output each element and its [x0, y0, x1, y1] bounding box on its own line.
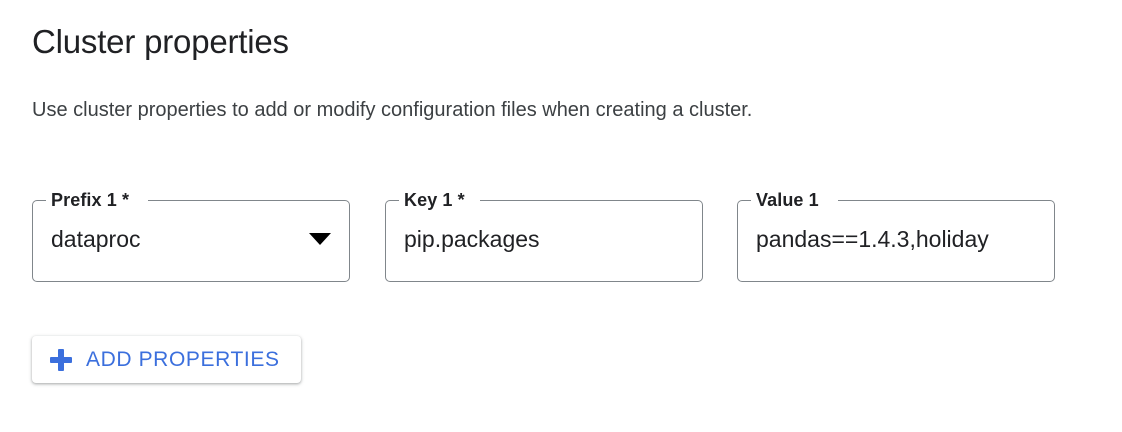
prefix-field-control[interactable]: dataproc — [33, 201, 349, 281]
key-field-control[interactable]: pip.packages — [386, 201, 702, 281]
key-field[interactable]: Key 1 * pip.packages — [385, 190, 703, 282]
key-field-value: pip.packages — [404, 226, 540, 252]
value-field-control[interactable]: pandas==1.4.3,holiday — [738, 201, 1054, 281]
plus-icon — [50, 348, 72, 371]
page-title: Cluster properties — [32, 23, 289, 60]
value-field-value: pandas==1.4.3,holiday — [756, 226, 989, 252]
key-field-label: Key 1 * — [399, 190, 470, 210]
prefix-field-label: Prefix 1 * — [46, 190, 135, 210]
prefix-field[interactable]: Prefix 1 * dataproc — [32, 190, 350, 282]
properties-row: Prefix 1 * dataproc Key 1 * pip.packages — [32, 190, 1092, 284]
add-properties-button-label: ADD PROPERTIES — [86, 347, 280, 371]
value-field-label: Value 1 — [751, 190, 824, 210]
prefix-field-value: dataproc — [51, 226, 141, 252]
value-field[interactable]: Value 1 pandas==1.4.3,holiday — [737, 190, 1055, 282]
add-properties-button[interactable]: ADD PROPERTIES — [32, 336, 301, 383]
page-description: Use cluster properties to add or modify … — [32, 99, 753, 121]
chevron-down-icon[interactable] — [309, 233, 331, 245]
